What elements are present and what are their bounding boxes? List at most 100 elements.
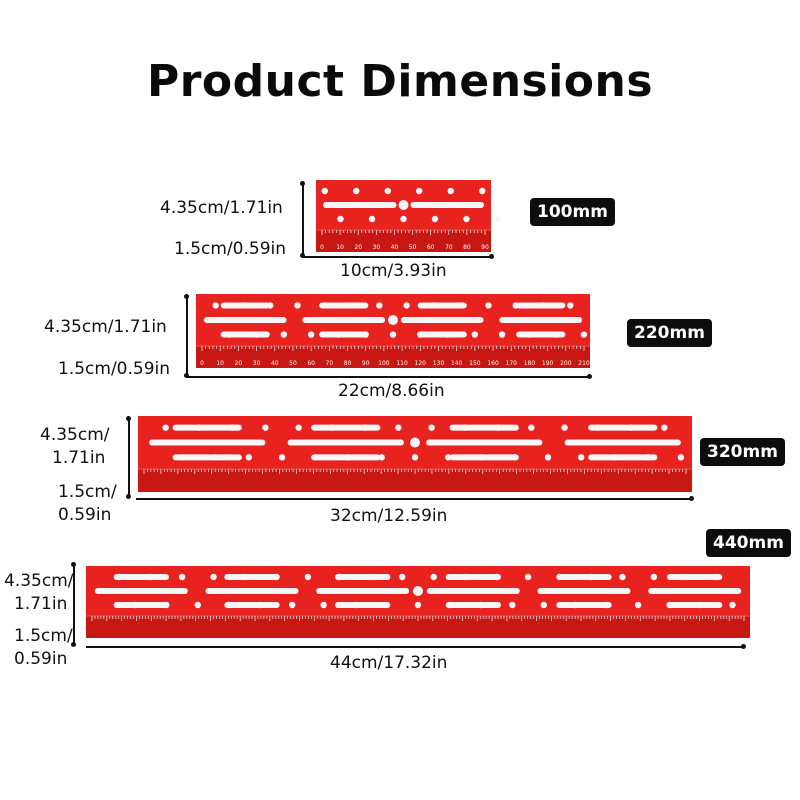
ruler-scale-label: 0 (200, 360, 204, 367)
rail-hole (444, 331, 451, 338)
ruler-scale-label: 50 (409, 244, 417, 251)
height-dimension-line (128, 418, 130, 496)
rail-hole (561, 424, 568, 431)
length-dimension-line (86, 646, 744, 648)
rail-hole (544, 454, 552, 461)
dimension-endpoint (300, 181, 305, 186)
rail-hole (661, 424, 668, 431)
rail-hole (395, 424, 402, 431)
rail-slot (302, 317, 386, 323)
rail-hole (239, 302, 247, 309)
rail-hole (417, 331, 424, 338)
rail-hole (376, 302, 383, 309)
rail-hole (677, 454, 685, 461)
ruler-scale-label: 10 (336, 244, 344, 251)
rail-hole (131, 601, 139, 609)
rail-hole (416, 187, 423, 195)
rail-slot (556, 602, 612, 608)
rail-hole (389, 331, 397, 338)
rail-hole (461, 573, 469, 581)
rail-hole (228, 424, 236, 431)
rail-hole (572, 601, 579, 609)
ruler-scale-label: 40 (391, 244, 399, 251)
rail-hole (262, 424, 269, 431)
rail-slot (417, 302, 467, 309)
rail-hole (383, 601, 390, 609)
dimension-endpoint (689, 496, 694, 501)
rail-slot (224, 574, 280, 580)
rail-hole (210, 573, 217, 581)
rail-slot (588, 454, 658, 461)
dimension-endpoint (489, 254, 494, 259)
rail-hole (368, 215, 376, 223)
rail-hole (212, 454, 219, 461)
rail-hole (320, 601, 327, 609)
dimension-endpoint (71, 562, 76, 567)
rail-hole (512, 302, 519, 309)
rail-slot (417, 331, 467, 338)
height-label: 4.35cm/1.71in (44, 317, 167, 337)
rail-slot (319, 302, 369, 309)
length-label: 44cm/17.32in (330, 653, 448, 673)
rail-hole (540, 601, 548, 609)
rail-hole (528, 424, 535, 431)
height-dimension-line (302, 183, 304, 255)
rail-slot (94, 588, 188, 594)
rail-slot (335, 602, 391, 608)
rail-hole (619, 573, 626, 581)
rail-hole (539, 302, 547, 309)
ruler-scale-label: 30 (253, 360, 261, 367)
rail-hole (304, 573, 312, 581)
height-label-line1: 4.35cm/ (40, 425, 110, 445)
length-dimension-line (186, 376, 590, 378)
rail-hole (445, 454, 452, 461)
rail-hole (361, 424, 369, 431)
rail-hole (498, 331, 506, 338)
rail-slot (205, 588, 299, 594)
rail-hole (273, 573, 280, 581)
rail-slot (224, 602, 280, 608)
rail-hole (627, 424, 635, 431)
height-label-line2: 1.71in (14, 594, 68, 614)
thickness-label: 1.5cm/0.59in (174, 239, 287, 259)
length-label: 32cm/12.59in (330, 506, 448, 526)
rail-hole (414, 601, 422, 609)
thickness-label-line2: 0.59in (14, 649, 68, 669)
rail-hole (567, 302, 574, 309)
rail-hole (471, 331, 479, 338)
ruler-scale-label: 190 (542, 360, 554, 367)
ruler-scale-label: 80 (463, 244, 471, 251)
rail-hole (524, 573, 532, 581)
ruler-scale-label: 170 (506, 360, 518, 367)
size-badge: 100mm (530, 198, 615, 226)
thickness-label-line1: 1.5cm/ (14, 626, 73, 646)
rail-slot (323, 202, 397, 208)
rail-slot (588, 424, 658, 431)
rail-slot (426, 588, 520, 594)
rail-hole (147, 573, 154, 581)
rail-hole (278, 454, 286, 461)
rail-440mm (86, 566, 750, 638)
ruler-scale-label: 100 (378, 360, 390, 367)
height-dimension-line (186, 296, 188, 375)
rail-320mm (138, 416, 692, 492)
rail-hole (463, 215, 470, 223)
rail-hole (312, 454, 319, 461)
height-label-line1: 4.35cm/ (4, 571, 74, 591)
dimension-endpoint (741, 644, 746, 649)
rail-hole (611, 454, 618, 461)
rail-slot (113, 602, 169, 608)
ruler-scale-label: 210 (578, 360, 590, 367)
ruler-scale-label: 90 (362, 360, 370, 367)
rail-center-hole (388, 315, 398, 325)
ruler-scale-label: 60 (427, 244, 435, 251)
page-title: Product Dimensions (146, 56, 654, 107)
rail-hole (348, 302, 356, 309)
dimension-endpoint (587, 374, 592, 379)
rail-hole (116, 573, 123, 581)
rail-hole (194, 601, 202, 609)
rail-slot (667, 602, 723, 608)
rail-slot (648, 588, 742, 594)
rail-slot (556, 574, 612, 580)
